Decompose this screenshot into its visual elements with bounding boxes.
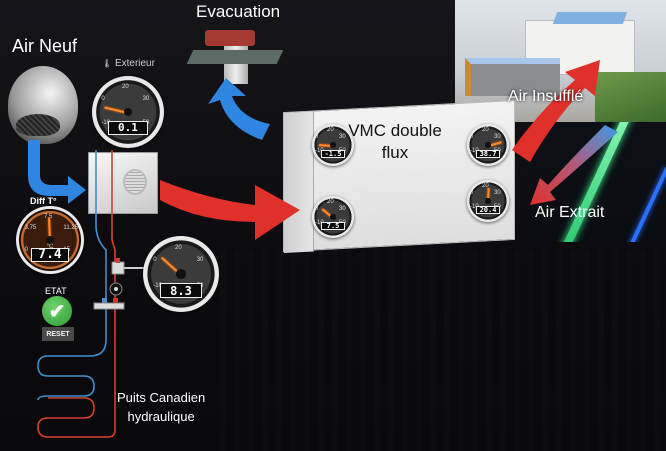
vmc-side-panel <box>284 111 314 254</box>
evacuation-roof-plate <box>186 50 284 64</box>
air-neuf-label: Air Neuf <box>12 36 78 56</box>
gauge-hub <box>45 235 55 245</box>
gauge-puits: -100203050 8.3 <box>143 236 219 312</box>
evacuation-arrow <box>208 78 270 140</box>
gauge-readout: 7.5 <box>321 222 345 231</box>
gauge-vmc-extrait: -100203050 20.4 <box>467 180 509 222</box>
gauge-tick-label: 0 <box>469 190 474 197</box>
gauge-tick-label: 11.25 <box>63 224 78 231</box>
puits-label-line1: Puits Canadien <box>117 390 206 405</box>
gauge-readout: -1.5 <box>321 150 345 159</box>
gauge-hub <box>330 142 336 148</box>
gauge-tick-label: -10 <box>101 119 111 126</box>
air-intake-grille <box>8 66 78 144</box>
gauge-vmc-air-neuf-in: -100203050 -1.5 <box>312 124 354 166</box>
exterieur-label: 🌡 Exterieur <box>102 58 155 69</box>
vmc-label-line2: flux <box>381 143 409 162</box>
air-to-vmc-arrow <box>160 180 300 240</box>
gauge-tick-label: 30 <box>339 206 346 213</box>
gauge-tick-label: 0 <box>314 134 319 141</box>
evacuation-label: Evacuation <box>196 2 281 21</box>
gauge-tick-label: 0 <box>469 134 474 141</box>
gauge-hub <box>176 269 186 279</box>
gauge-tick-label: 20 <box>482 127 489 134</box>
gauge-readout: 0.1 <box>107 120 149 136</box>
puits-label-line2: hydraulique <box>127 409 195 424</box>
etat-label: ETAT <box>45 286 67 296</box>
gauge-tick-label: 20 <box>327 127 334 134</box>
gauge-readout: 38.7 <box>476 150 500 159</box>
reset-button[interactable]: RESET <box>42 327 74 341</box>
gauge-tick-label: 0 <box>153 257 157 264</box>
gauge-tick-label: -10 <box>469 147 479 154</box>
gauge-hub <box>123 107 133 117</box>
gauge-diff-t: 03.757.511.2515 °C 7.4 <box>16 206 84 274</box>
gauge-tick-label: 20 <box>122 84 129 91</box>
background-curtain <box>220 250 666 451</box>
gauge-tick-label: 7.5 <box>44 213 53 220</box>
gauge-tick-label: 20 <box>482 183 489 190</box>
solar-panels <box>552 12 628 24</box>
gauge-tick-label: 20 <box>175 244 182 251</box>
gauge-hub <box>330 214 336 220</box>
gauge-tick-label: 3.75 <box>24 224 37 231</box>
gauge-tick-label: 30 <box>339 134 346 141</box>
gauge-vmc-insuffle: -100203050 38.7 <box>467 124 509 166</box>
gauge-tick-label: 0 <box>314 206 319 213</box>
water-air-exchanger <box>88 152 158 214</box>
gauge-readout: 8.3 <box>159 283 203 299</box>
gauge-tick-label: 0 <box>101 96 105 103</box>
gauge-tick-label: -10 <box>314 219 324 226</box>
thermometer-icon: 🌡 <box>102 59 113 68</box>
diff-t-label: Diff T° <box>30 196 57 206</box>
gauge-tick-label: -10 <box>469 203 479 210</box>
puits-canadien-label: Puits Canadien hydraulique <box>117 388 205 426</box>
gauge-tick-label: -10 <box>153 282 162 289</box>
house-lawn <box>595 72 666 122</box>
gauge-tick-label: -10 <box>314 147 324 154</box>
air-insuffle-label: Air Insufflé <box>508 88 584 105</box>
exchanger-vent <box>123 169 147 195</box>
check-icon: ✔ <box>48 300 66 323</box>
gauge-readout: 20.4 <box>476 206 500 215</box>
air-neuf-arrow <box>28 140 86 204</box>
exterieur-label-text: Exterieur <box>114 58 155 69</box>
gauge-readout: 7.4 <box>30 247 70 262</box>
gauge-tick-label: 30 <box>142 96 150 103</box>
gauge-tick-label: 0 <box>24 247 28 254</box>
light-beam-decoration <box>530 122 666 242</box>
gauge-hub <box>485 142 491 148</box>
gauge-hub <box>485 198 491 204</box>
gauge-exterieur: -100203050 0.1 <box>92 76 164 148</box>
valve-assembly <box>93 258 145 310</box>
gauge-vmc-air-neuf-out: -100203050 7.5 <box>312 196 354 238</box>
vmc-label: VMC double flux <box>340 120 450 164</box>
evacuation-cap <box>205 30 255 46</box>
gauge-tick-label: 30 <box>494 190 501 197</box>
status-ok-badge: ✔ <box>42 296 72 326</box>
gauge-tick-label: 30 <box>494 134 501 141</box>
gauge-tick-label: 20 <box>327 199 334 206</box>
vmc-label-line1: VMC double <box>348 121 442 140</box>
air-extrait-label: Air Extrait <box>535 204 605 221</box>
gauge-unit: °C <box>46 244 54 251</box>
gauge-tick-label: 30 <box>196 257 204 264</box>
